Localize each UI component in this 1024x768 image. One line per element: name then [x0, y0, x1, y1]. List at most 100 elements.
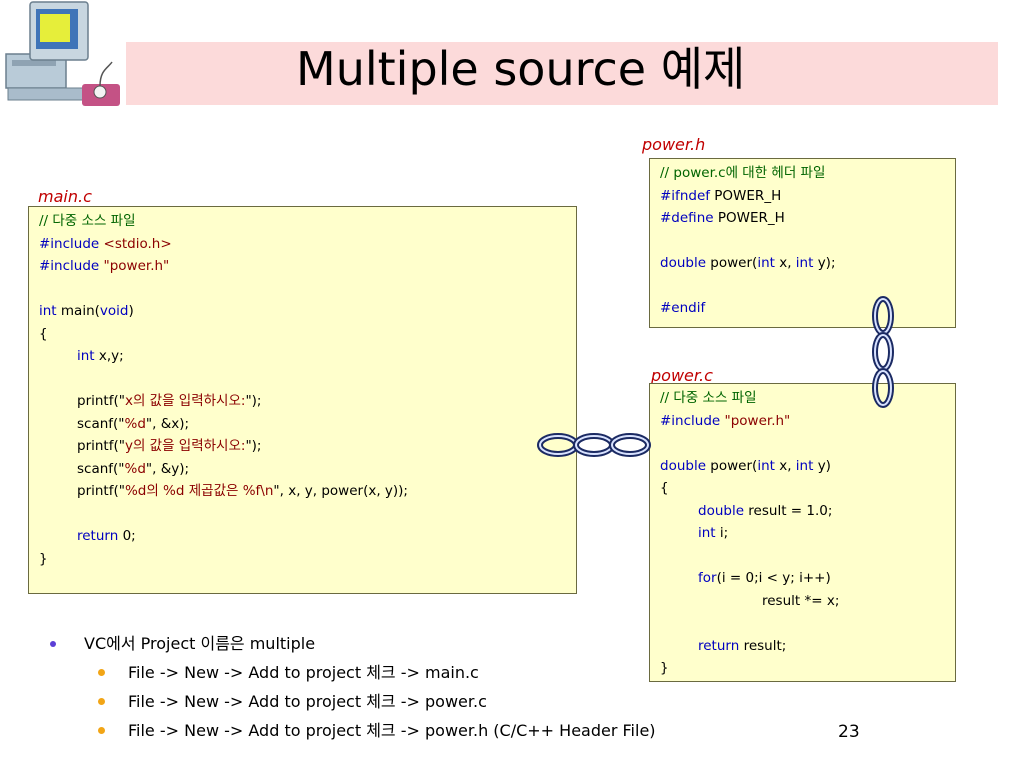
main-c-label: main.c	[38, 187, 92, 206]
code-token: result *= x;	[762, 592, 840, 609]
code-line	[39, 278, 576, 301]
power-c-code-box: // 다중 소스 파일 #include "power.h" double pow…	[649, 383, 956, 682]
code-token: double	[698, 502, 745, 519]
code-token: POWER_H	[710, 187, 782, 204]
code-line: return 0;	[39, 525, 576, 548]
code-token: %d의 %d 제곱값은 %f\n	[124, 483, 274, 499]
code-line: #endif	[660, 297, 955, 320]
code-token: return	[698, 637, 740, 654]
code-token: power(	[706, 457, 758, 474]
code-token: int	[77, 348, 95, 364]
code-line: }	[660, 657, 955, 680]
bullet-sub-2: File -> New -> Add to project 체크 -> powe…	[48, 687, 656, 716]
code-token: int	[795, 255, 814, 271]
code-token: <stdio.h>	[103, 235, 172, 252]
code-token: // power.c에 대한 헤더 파일	[660, 165, 826, 181]
code-token: double	[660, 457, 707, 474]
code-line: return result;	[660, 635, 955, 658]
code-line: }	[39, 548, 576, 571]
code-line: #include "power.h"	[39, 255, 576, 278]
code-token: 0;	[118, 528, 136, 544]
code-token: #endif	[660, 300, 706, 316]
code-line: {	[660, 477, 955, 500]
code-token: printf("	[77, 483, 125, 499]
code-token: void	[99, 303, 129, 319]
code-token: y);	[813, 255, 836, 271]
code-token: main(	[56, 303, 100, 319]
code-token: x,y;	[94, 348, 124, 364]
code-token: "power.h"	[103, 258, 170, 274]
code-token: ", &x);	[145, 415, 190, 432]
code-token: (i = 0;i < y; i++)	[716, 570, 831, 586]
code-line: // power.c에 대한 헤더 파일	[660, 162, 955, 185]
code-line: #include "power.h"	[660, 410, 955, 433]
code-token: ");	[245, 393, 262, 409]
code-token: x,	[774, 255, 796, 271]
power-h-code-box: // power.c에 대한 헤더 파일#ifndef POWER_H#defi…	[649, 158, 956, 328]
code-token: {	[660, 480, 669, 496]
code-line	[660, 432, 955, 455]
code-token: y)	[813, 457, 831, 474]
code-token: return	[77, 528, 119, 544]
code-token: x의 값을 입력하시오:	[124, 393, 246, 409]
code-token: // 다중 소스 파일	[39, 213, 136, 229]
code-line: int main(void)	[39, 300, 576, 323]
code-token: POWER_H	[713, 210, 785, 226]
code-line: printf("x의 값을 입력하시오:");	[39, 390, 576, 413]
bullet-list: VC에서 Project 이름은 multiple File -> New ->…	[48, 630, 656, 745]
code-line	[660, 275, 955, 298]
code-token: result = 1.0;	[744, 502, 833, 519]
code-line: printf("y의 값을 입력하시오:");	[39, 435, 576, 458]
code-line: int x,y;	[39, 345, 576, 368]
main-c-code-box: // 다중 소스 파일#include <stdio.h>#include "p…	[28, 206, 577, 594]
code-token: #ifndef	[660, 187, 710, 204]
code-token: scanf("	[77, 415, 125, 432]
code-token: ", &y);	[145, 460, 190, 477]
code-line	[660, 545, 955, 568]
computer-icon	[5, 1, 120, 106]
bullet-main: VC에서 Project 이름은 multiple	[48, 630, 656, 658]
code-token: int	[39, 303, 57, 319]
code-token: printf("	[77, 393, 125, 409]
code-line: scanf("%d", &x);	[39, 413, 576, 436]
code-token: }	[39, 550, 48, 567]
code-token: ", x, y, power(x, y));	[273, 483, 408, 499]
code-line: #define POWER_H	[660, 207, 955, 230]
code-line: #include <stdio.h>	[39, 233, 576, 256]
code-token: int	[698, 525, 716, 541]
code-token: ");	[245, 438, 262, 454]
code-line: result *= x;	[660, 590, 955, 613]
code-line: {	[39, 323, 576, 346]
code-token: printf("	[77, 438, 125, 454]
power-h-label: power.h	[642, 135, 706, 154]
code-line: // 다중 소스 파일	[660, 387, 955, 410]
code-line	[660, 612, 955, 635]
code-line: double result = 1.0;	[660, 500, 955, 523]
page-number: 23	[838, 722, 860, 742]
code-line: int i;	[660, 522, 955, 545]
code-token: x,	[774, 457, 796, 474]
code-token: result;	[739, 637, 787, 654]
code-line: double power(int x, int y);	[660, 252, 955, 275]
code-token: int	[795, 457, 814, 474]
code-line	[39, 368, 576, 391]
code-token: int	[757, 457, 775, 474]
code-line: scanf("%d", &y);	[39, 458, 576, 481]
code-line: for(i = 0;i < y; i++)	[660, 567, 955, 590]
code-token: %d	[124, 460, 146, 477]
code-token: i;	[715, 525, 729, 541]
code-token: #include	[39, 235, 104, 252]
code-token: // 다중 소스 파일	[660, 390, 757, 406]
code-token: #define	[660, 210, 714, 226]
code-token: #include	[39, 258, 104, 274]
bullet-sub-1: File -> New -> Add to project 체크 -> main…	[48, 658, 656, 687]
code-token: #include	[660, 412, 725, 429]
code-token: )	[128, 303, 134, 319]
code-token: "power.h"	[724, 412, 791, 429]
code-line: double power(int x, int y)	[660, 455, 955, 478]
vertical-chain-icon	[872, 296, 894, 408]
code-line	[39, 503, 576, 526]
code-token: %d	[124, 415, 146, 432]
power-c-label: power.c	[651, 366, 713, 385]
code-token: {	[39, 325, 48, 342]
